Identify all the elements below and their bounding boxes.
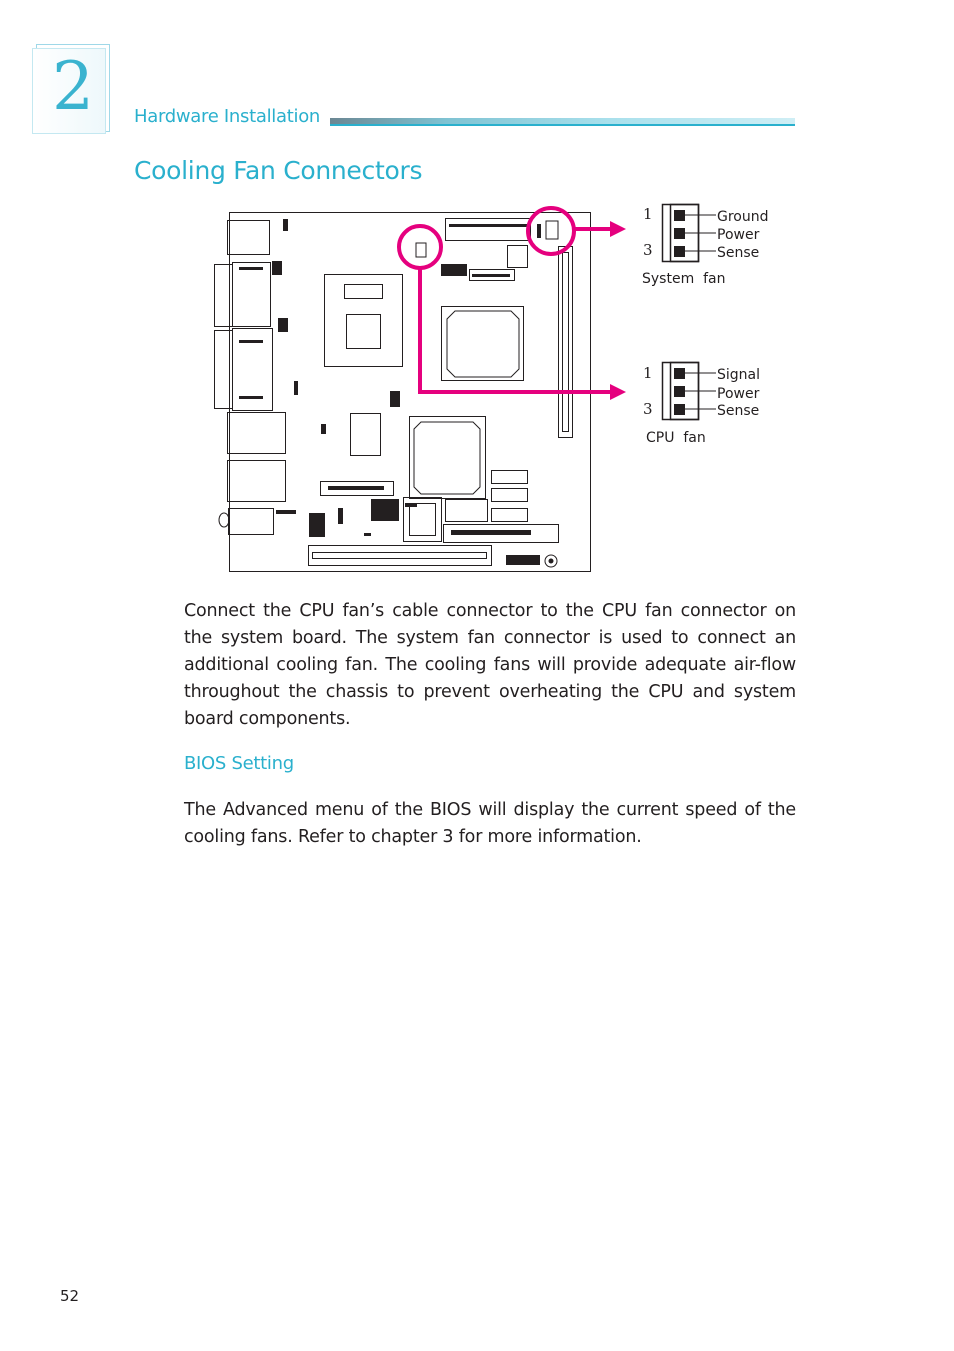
section-label: Hardware Installation <box>134 106 321 127</box>
cpu-fan-pin-label: Sense <box>717 403 759 419</box>
cpu-fan-pin-3: 3 <box>643 400 653 418</box>
page-title: Cooling Fan Connectors <box>134 156 423 185</box>
lan-port <box>227 412 286 454</box>
usb-port <box>227 220 270 255</box>
bios-setting-heading: BIOS Setting <box>184 753 294 774</box>
system-fan-pin-1: 1 <box>643 205 653 223</box>
page-number: 52 <box>60 1287 80 1305</box>
cpu-fan-pin-1: 1 <box>643 364 653 382</box>
cpu-fan-highlight <box>397 224 443 270</box>
cpu-socket <box>324 274 403 367</box>
cpu-fan-arrowhead <box>610 384 626 400</box>
system-fan-pin-label: Power <box>717 227 760 243</box>
southbridge <box>409 416 486 499</box>
cpu-fan-title: CPU fan <box>646 430 706 446</box>
northbridge <box>441 306 524 381</box>
body-paragraph: Connect the CPU fan’s cable connector to… <box>184 601 796 729</box>
system-fan-title: System fan <box>642 271 726 287</box>
pci-slot <box>308 545 492 566</box>
audio-jack <box>228 508 274 535</box>
system-fan-highlight <box>526 206 576 256</box>
dimm-slot <box>558 246 573 438</box>
cpu-fan-connector <box>661 361 716 421</box>
system-fan-connector <box>661 203 716 263</box>
header-rule <box>330 124 795 126</box>
chapter-badge: 2 <box>32 44 112 134</box>
body-paragraph: The Advanced menu of the BIOS will displ… <box>184 800 796 847</box>
system-fan-pin-3: 3 <box>643 241 653 259</box>
system-fan-arrowhead <box>610 221 626 237</box>
header-bar <box>330 118 795 124</box>
cpu-fan-arrow-line <box>418 268 612 394</box>
cpu-fan-pin-label: Signal <box>717 367 760 383</box>
cpu-fan-pin-label: Power <box>717 386 760 402</box>
system-fan-pin-label: Sense <box>717 245 759 261</box>
chapter-number: 2 <box>52 48 94 125</box>
system-fan-pin-label: Ground <box>717 209 769 225</box>
usb-lan-port <box>227 460 286 502</box>
atx-power-connector <box>445 218 531 241</box>
